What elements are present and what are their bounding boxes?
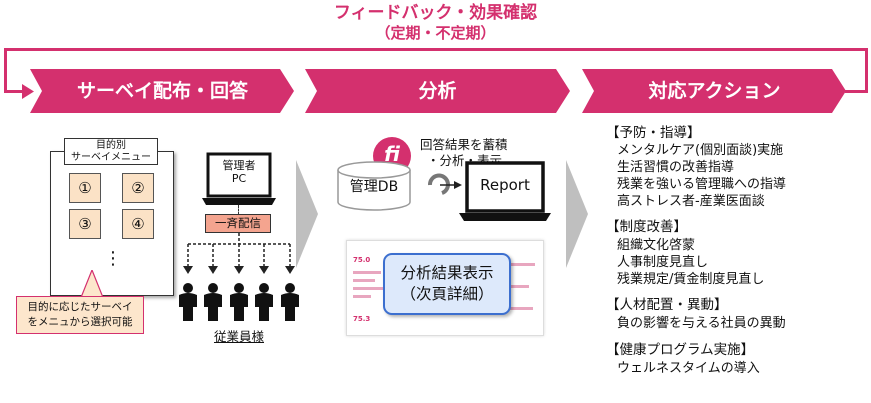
analysis-result-box[interactable]: 分析結果表示 （次頁詳細） [383,253,511,315]
survey-menu-tab: 目的別 サーベイメニュー [64,138,158,165]
step-survey-label: サーベイ配布・回答 [76,80,248,102]
callout-line1: 目的に応じたサーベイ [27,301,133,313]
broadcast-label: 一斉配信 [215,216,261,230]
thumb-bar [353,271,381,274]
action-item: 負の影響を与える社員の異動 [617,316,786,331]
action-item: 人事制度見直し [617,255,709,270]
action-item: ウェルネスタイムの導入 [617,361,760,376]
report-label: Report [480,176,530,194]
chevron-right-icon [566,160,588,268]
callout-line2: をメニュから選択可能 [27,316,133,328]
feedback-title: フィードバック・効果確認 [333,3,538,23]
step-survey-shape [30,69,294,113]
step-analysis-label: 分析 [418,80,457,102]
action-item: 組織文化啓蒙 [617,238,696,253]
feedback-loop-entry [4,90,26,93]
survey-menu-ellipsis: ⋮ [104,248,122,269]
action-heading: 【人材配置・異動】 [606,297,728,313]
action-item: 残業を強いる管理職への指導 [617,177,787,192]
survey-menu-item[interactable]: ② [122,173,154,203]
survey-menu-item[interactable]: ④ [122,209,154,239]
survey-menu-item[interactable]: ① [69,173,101,203]
thumb-bar [507,285,529,288]
feedback-loop-exit [845,90,868,93]
laptop-icon [202,152,276,205]
process-steps [30,69,846,113]
thumb-bar [507,307,533,310]
broadcast-box: 一斉配信 [205,214,271,233]
fi-logo-text: fi [384,142,400,166]
action-item: 高ストレス者-産業医面談 [617,194,765,209]
feedback-loop-right [865,48,868,92]
thumb-bar [353,287,383,290]
thumb-bar [353,279,375,282]
feedback-loop-left [4,48,7,92]
connector-line [238,205,240,215]
callout-pointer [79,270,105,300]
thumb-value: 75.0 [353,256,371,264]
survey-menu-item[interactable]: ③ [69,209,101,239]
employees-label: 従業員様 [213,329,264,344]
action-heading: 【制度改善】 [606,219,687,235]
step-action-label: 対応アクション [648,80,781,102]
refresh-icon [428,173,462,195]
step-analysis-shape [305,69,570,113]
survey-menu-title-line1: 目的別 [96,140,126,151]
report-laptop-icon [459,161,551,221]
pc-label-line2: PC [231,172,247,185]
chevron-right-icon [296,160,318,268]
analysis-note-line1: 回答結果を蓄積 [420,137,508,152]
result-line2: （次頁詳細） [400,285,494,303]
action-heading: 【健康プログラム実施】 [606,342,755,358]
action-item: メンタルケア(個別面談)実施 [617,143,784,158]
result-line1: 分析結果表示 [400,264,494,282]
database-label: 管理DB [349,179,399,195]
action-item: 生活習慣の改善指導 [617,160,735,175]
thumb-value: 75.3 [353,315,371,323]
feedback-arrow-head-icon [22,84,34,99]
survey-callout: 目的に応じたサーベイ をメニュから選択可能 [16,296,144,334]
employees-icon [179,283,299,321]
thumb-bar [353,295,371,298]
action-item: 残業規定/賃金制度見直し [617,272,765,287]
pc-label-line1: 管理者 [222,159,256,172]
feedback-subtitle: （定期・不定期） [375,24,496,42]
database-icon [337,161,411,211]
broadcast-tree [183,233,295,274]
action-heading: 【予防・指導】 [606,125,701,141]
step-action-shape [582,69,846,113]
thumb-bar [507,263,535,266]
feedback-loop-top [4,48,868,51]
survey-menu-title-line2: サーベイメニュー [71,152,151,163]
